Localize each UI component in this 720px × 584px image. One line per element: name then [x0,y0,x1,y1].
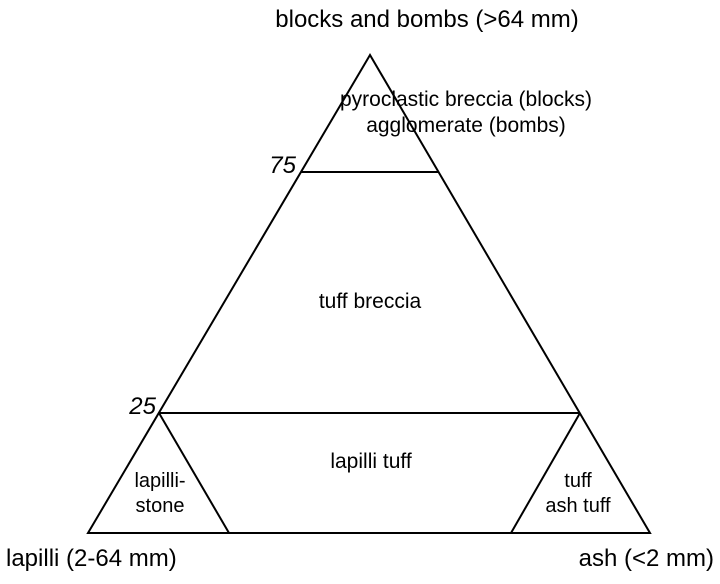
region-label-tuff-ash-tuff: tuff ash tuff [545,469,610,519]
region-label-tuff-ash-tuff-line2: ash tuff [545,495,611,517]
region-label-tuff-ash-tuff-line1: tuff [564,470,592,492]
corner-label-ash: ash (<2 mm) [578,545,714,572]
region-label-lapillistone: lapilli- stone [134,469,185,519]
tick-label-25: 25 [129,393,156,420]
region-label-pyroclastic-breccia-line1: pyroclastic breccia (blocks) [339,88,593,111]
region-label-pyroclastic-breccia: pyroclastic breccia (blocks) agglomerate… [340,87,592,139]
region-label-tuff-breccia: tuff breccia [318,290,422,313]
corner-label-blocks-and-bombs: blocks and bombs (>64 mm) [275,6,579,33]
tick-label-75: 75 [269,152,296,179]
region-label-lapillistone-line1: lapilli- [134,470,186,492]
lapillistone-boundary-line [158,412,230,534]
corner-label-lapilli: lapilli (2-64 mm) [6,545,177,572]
region-label-pyroclastic-breccia-line2: agglomerate (bombs) [366,114,566,137]
region-label-lapillistone-line2: stone [135,495,185,517]
region-label-lapilli-tuff: lapilli tuff [330,450,412,473]
tuff-boundary-line [510,412,581,534]
triangle-outline [86,53,652,534]
